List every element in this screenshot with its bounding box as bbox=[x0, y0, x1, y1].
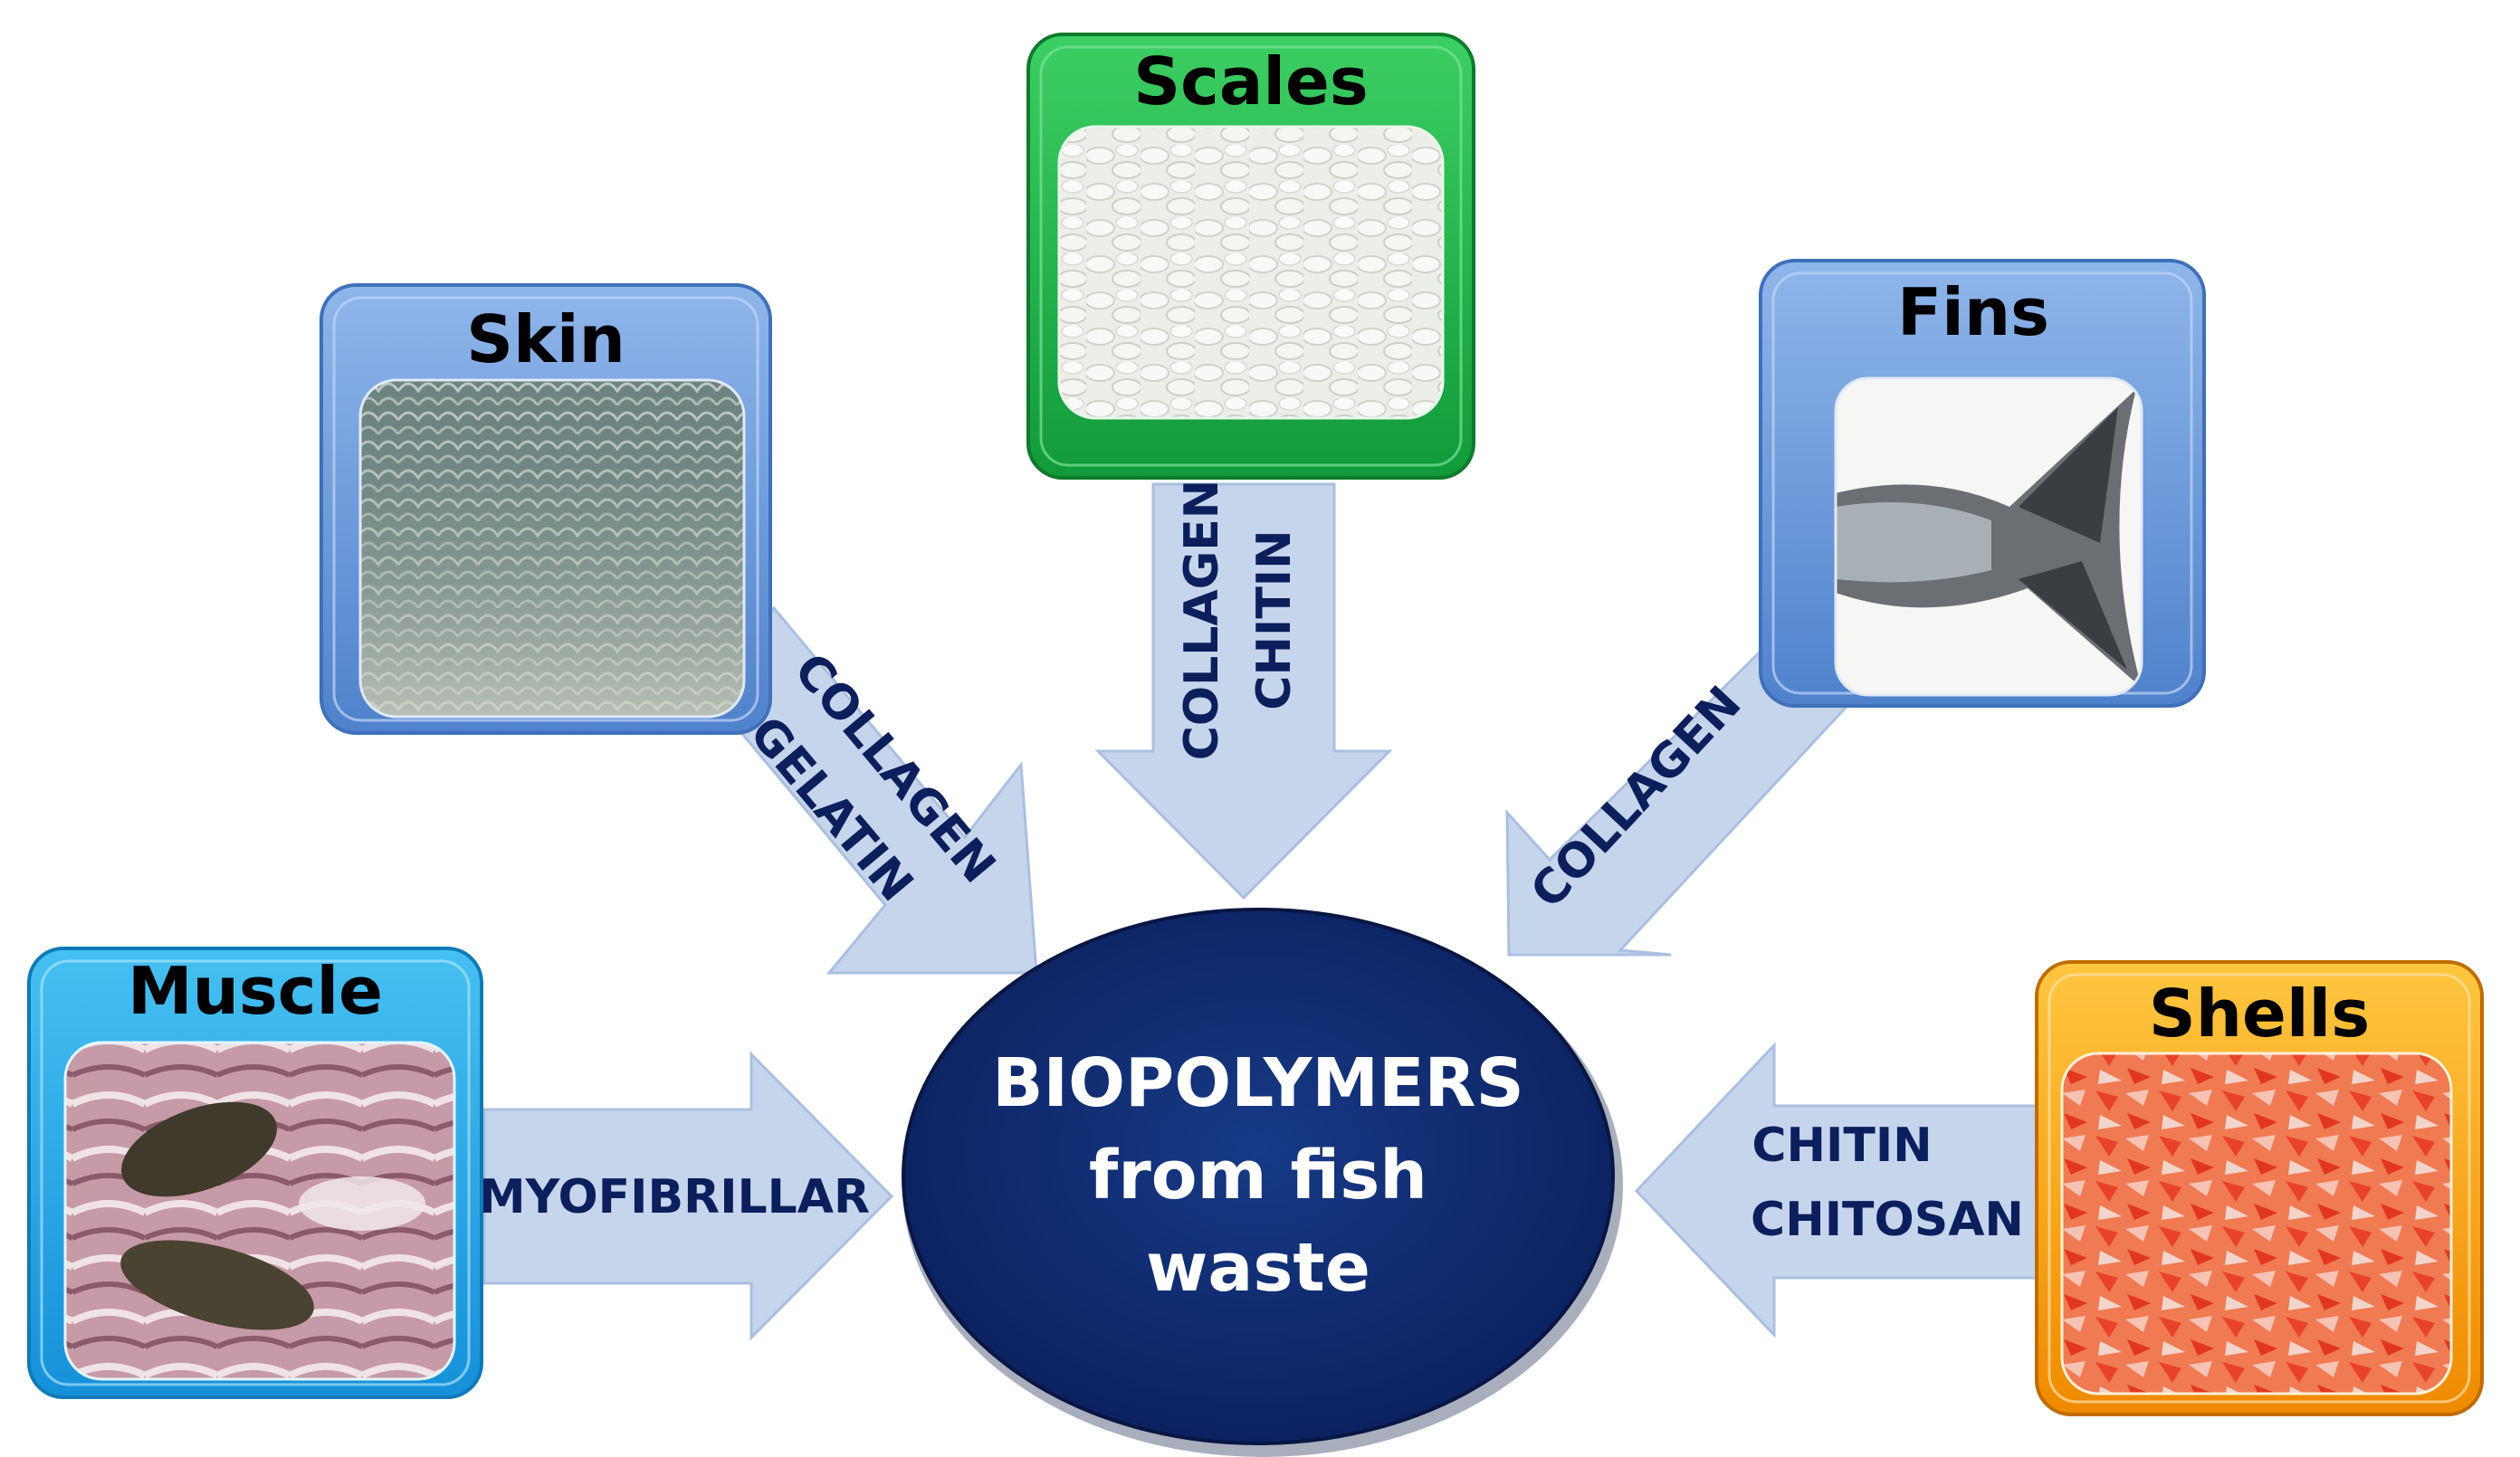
polymer-label-shells: CHITIN bbox=[1752, 1119, 1932, 1173]
arrow-label-scales: COLLAGEN bbox=[1175, 480, 1229, 761]
center-title-line-2: from fish bbox=[1089, 1137, 1427, 1214]
center-title-line-1: BIOPOLYMERS bbox=[992, 1044, 1524, 1122]
arrow-fins bbox=[1505, 622, 1858, 957]
source-title: Scales bbox=[1133, 43, 1369, 119]
arrow-scales bbox=[1094, 482, 1393, 900]
source-shells: Shells bbox=[2035, 960, 2484, 1416]
source-fins: Fins bbox=[1759, 259, 2206, 708]
polymer-label: CHITIN bbox=[1247, 529, 1302, 709]
fins-image bbox=[1836, 378, 2142, 695]
arrow-shells bbox=[1634, 1042, 2041, 1338]
polymer-label-muscle: MYOFIBRILLAR bbox=[479, 1170, 870, 1224]
polymer-label: COLLAGEN bbox=[1175, 480, 1229, 761]
source-title: Muscle bbox=[128, 953, 383, 1029]
scales-image bbox=[1059, 127, 1443, 418]
center-node: BIOPOLYMERS from fish waste bbox=[902, 908, 1623, 1457]
source-title: Shells bbox=[2149, 976, 2370, 1052]
source-muscle: Muscle bbox=[27, 947, 483, 1399]
source-skin: Skin bbox=[320, 283, 772, 735]
source-title: Fins bbox=[1897, 274, 2049, 350]
skin-image bbox=[360, 380, 744, 717]
source-scales: Scales bbox=[1026, 33, 1475, 480]
center-title-line-3: waste bbox=[1146, 1229, 1370, 1307]
source-title: Skin bbox=[466, 301, 625, 377]
muscle-image bbox=[65, 1043, 454, 1379]
polymer-label-shells-2: CHITOSAN bbox=[1751, 1193, 2024, 1247]
shells-image bbox=[2062, 1053, 2451, 1394]
arrow-label-scales-2: CHITIN bbox=[1247, 529, 1302, 709]
arrow-muscle bbox=[482, 1051, 894, 1341]
